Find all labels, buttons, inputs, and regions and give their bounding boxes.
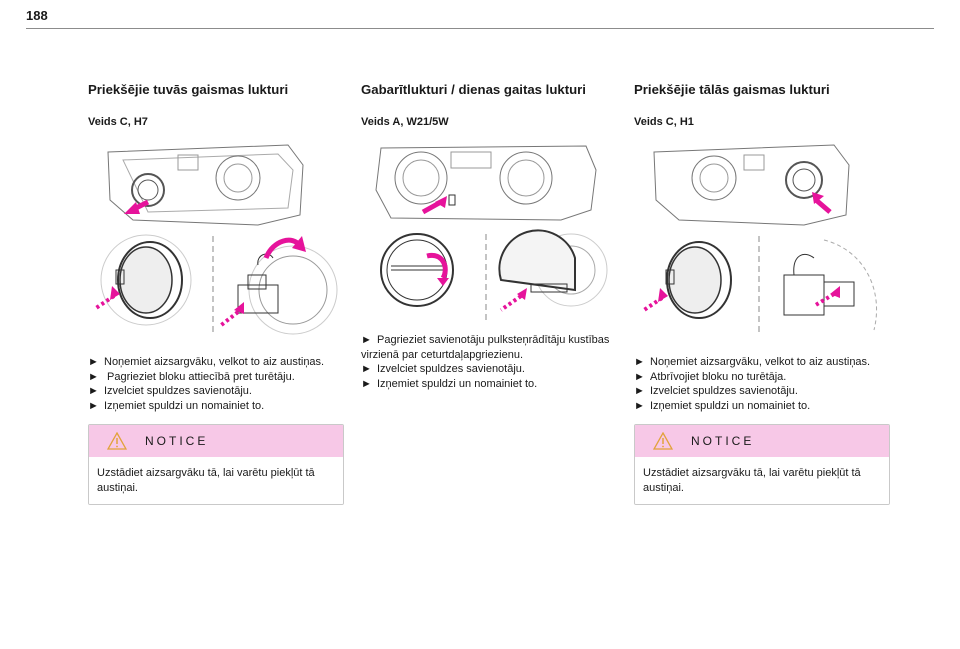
page-number: 188 [26,8,48,23]
bulb-unit-icon [783,239,878,331]
column-low-beam: Priekšējie tuvās gaismas lukturi Veids C… [88,82,350,128]
step-marker-icon: ► [634,370,645,383]
variant-label: Veids C, H7 [88,116,148,128]
headlamp-housing-icon [375,145,597,221]
notice-title: NOTICE [691,434,755,448]
instruction-steps: ►Noņemiet aizsargvāku, velkot to aiz aus… [88,355,350,413]
section-title: Priekšējie tuvās gaismas lukturi [88,82,289,97]
notice-header: NOTICE [89,425,343,457]
step-item: ►Pagrieziet savienotāju pulksteņrādītāju… [361,334,610,361]
notice-header: NOTICE [635,425,889,457]
step-marker-icon: ► [361,334,372,346]
step-item: ► Pagrieziet bloku attiecībā pret turētā… [88,370,295,383]
step-marker-icon: ► [88,356,99,368]
notice-box: NOTICE Uzstādiet aizsargvāku tā, lai var… [88,424,344,505]
instruction-steps: ►Noņemiet aizsargvāku, velkot to aiz aus… [634,355,896,413]
protective-cover-icon [665,241,732,319]
high-beam-headlamp-illustration [634,140,896,340]
step-marker-icon: ► [634,399,645,412]
notice-text: Uzstādiet aizsargvāku tā, lai varētu pie… [89,457,343,504]
warning-triangle-icon [653,432,673,450]
low-beam-headlamp-illustration [88,140,350,340]
variant-label: Veids A, W21/5W [361,116,449,128]
step-item: ►Izvelciet spuldzes savienotāju. [361,363,525,375]
instruction-steps: ►Pagrieziet savienotāju pulksteņrādītāju… [361,333,623,391]
protective-cover-icon [100,234,192,326]
warning-triangle-icon [107,432,127,450]
step-marker-icon: ► [88,385,99,397]
step-item: ►Atbrīvojiet bloku no turētāja. [634,370,787,383]
step-item: ►Izvelciet spuldzes savienotāju. [634,385,798,397]
notice-text: Uzstādiet aizsargvāku tā, lai varētu pie… [635,457,889,504]
step-item: ►Noņemiet aizsargvāku, velkot to aiz aus… [88,356,325,368]
column-sidelamp: Gabarītlukturi / dienas gaitas lukturi V… [361,82,623,128]
section-title: Priekšējie tālās gaismas lukturi [634,82,830,97]
header-rule [26,28,934,29]
step-item: ►Noņemiet aizsargvāku, velkot to aiz aus… [634,356,871,368]
step-marker-icon: ► [361,363,372,375]
step-item: ►Izņemiet spuldzi un nomainiet to. [634,399,811,412]
step-marker-icon: ► [361,377,372,390]
twist-connector-icon [380,233,454,307]
step-marker-icon: ► [634,385,645,397]
bulb-unit-icon [237,245,338,335]
column-high-beam: Priekšējie tālās gaismas lukturi Veids C… [634,82,896,128]
step-marker-icon: ► [88,399,99,412]
section-title: Gabarītlukturi / dienas gaitas lukturi [361,82,586,97]
step-item: ►Izņemiet spuldzi un nomainiet to. [88,399,265,412]
variant-label: Veids C, H1 [634,116,694,128]
bulb-holder-icon [498,229,608,307]
step-item: ►Izvelciet spuldzes savienotāju. [88,385,252,397]
headlamp-housing-icon [653,144,850,226]
step-marker-icon: ► [634,356,645,368]
notice-box: NOTICE Uzstādiet aizsargvāku tā, lai var… [634,424,890,505]
notice-title: NOTICE [145,434,209,448]
sidelamp-drl-illustration [361,140,623,340]
step-marker-icon: ► [88,370,99,383]
step-item: ►Izņemiet spuldzi un nomainiet to. [361,377,538,390]
